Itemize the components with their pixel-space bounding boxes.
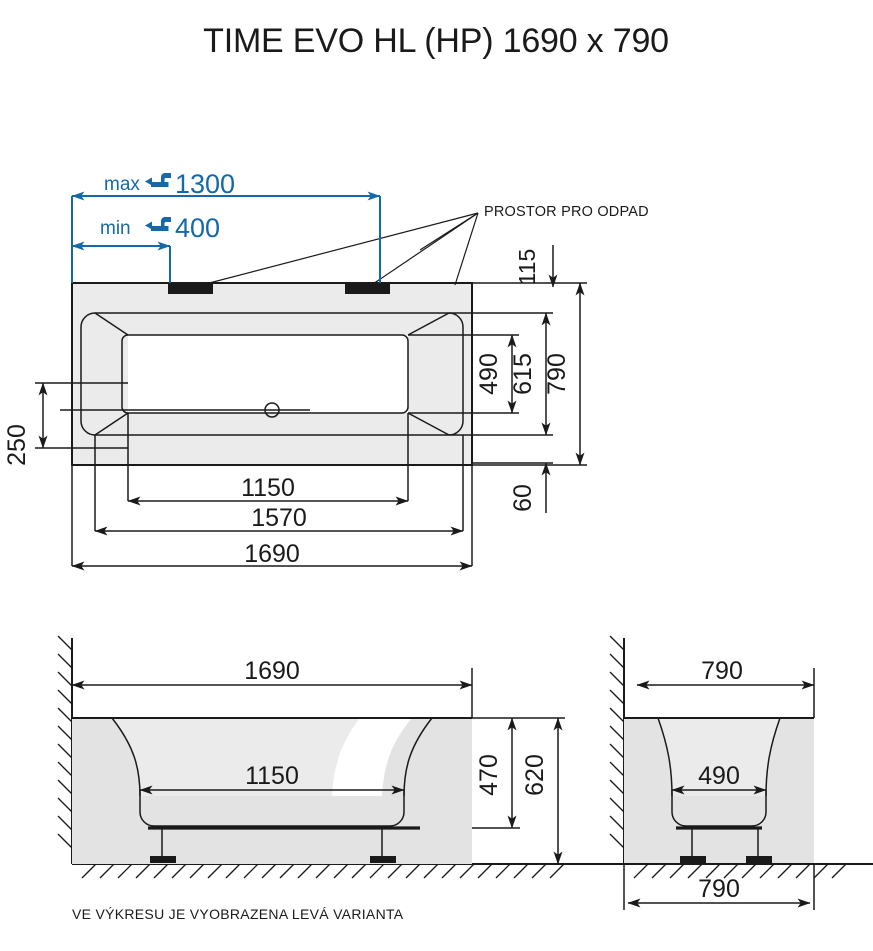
dim-1570: 1570 <box>251 504 307 532</box>
drain-space-mark-left <box>168 283 213 294</box>
faucet-min-prefix: min <box>100 218 131 239</box>
dim-250: 250 <box>3 424 31 466</box>
front-view-group <box>57 635 873 879</box>
faucet-max-prefix: max <box>104 174 140 195</box>
dim-490-plan: 490 <box>475 353 503 395</box>
side-wall-hatch <box>609 635 625 849</box>
dim-1150-plan: 1150 <box>241 474 295 502</box>
front-bowl-fill <box>112 718 360 796</box>
front-wall-hatch <box>57 635 73 849</box>
dim-1690-front: 1690 <box>244 657 300 685</box>
plan-corner-tr <box>407 312 450 336</box>
faucet-min-value: 400 <box>175 213 220 243</box>
side-foot-right <box>746 856 772 863</box>
dim-615: 615 <box>509 353 537 395</box>
side-bowl-bottom <box>671 796 767 827</box>
side-bowl-fill <box>658 718 780 796</box>
page-title: TIME EVO HL (HP) 1690 x 790 <box>203 22 669 60</box>
dim-490-side: 490 <box>698 762 740 790</box>
front-foot-right <box>370 856 396 863</box>
side-foot-left <box>680 856 706 863</box>
plan-corner-br <box>407 412 450 436</box>
front-bowl-bottom <box>139 796 405 827</box>
plan-bowl-outline <box>121 334 409 414</box>
dim-1150-front: 1150 <box>245 762 299 790</box>
dim-620: 620 <box>521 754 549 796</box>
dim-1690-plan: 1690 <box>244 540 300 568</box>
dim-790-plan: 790 <box>543 353 571 395</box>
side-view-group <box>609 635 873 910</box>
dim-115: 115 <box>514 249 540 286</box>
front-foot-left <box>150 856 176 863</box>
plan-body-outline <box>71 282 473 466</box>
drain-leader-1 <box>189 212 479 289</box>
faucet-icon-min <box>145 217 171 231</box>
dim-790-side-top: 790 <box>701 657 743 685</box>
dim-790-side-bottom: 790 <box>698 875 740 903</box>
side-floor-hatch <box>633 863 847 879</box>
plan-bowl-fill <box>128 335 408 413</box>
plan-view-group <box>35 191 587 571</box>
plan-corner-tl <box>94 312 129 336</box>
dim-60: 60 <box>509 484 537 512</box>
dim-470: 470 <box>475 754 503 796</box>
drain-leader-3 <box>419 212 479 286</box>
footer-note: VE VÝKRESU JE VYOBRAZENA LEVÁ VARIANTA <box>72 906 404 922</box>
plan-corner-bl <box>94 412 129 436</box>
drain-space-mark-right <box>345 283 390 294</box>
faucet-max-value: 1300 <box>175 169 235 199</box>
faucet-icon-max <box>145 173 171 187</box>
front-floor-hatch <box>81 863 565 879</box>
drain-space-label: PROSTOR PRO ODPAD <box>484 204 649 220</box>
drain-circle-icon <box>264 402 280 418</box>
